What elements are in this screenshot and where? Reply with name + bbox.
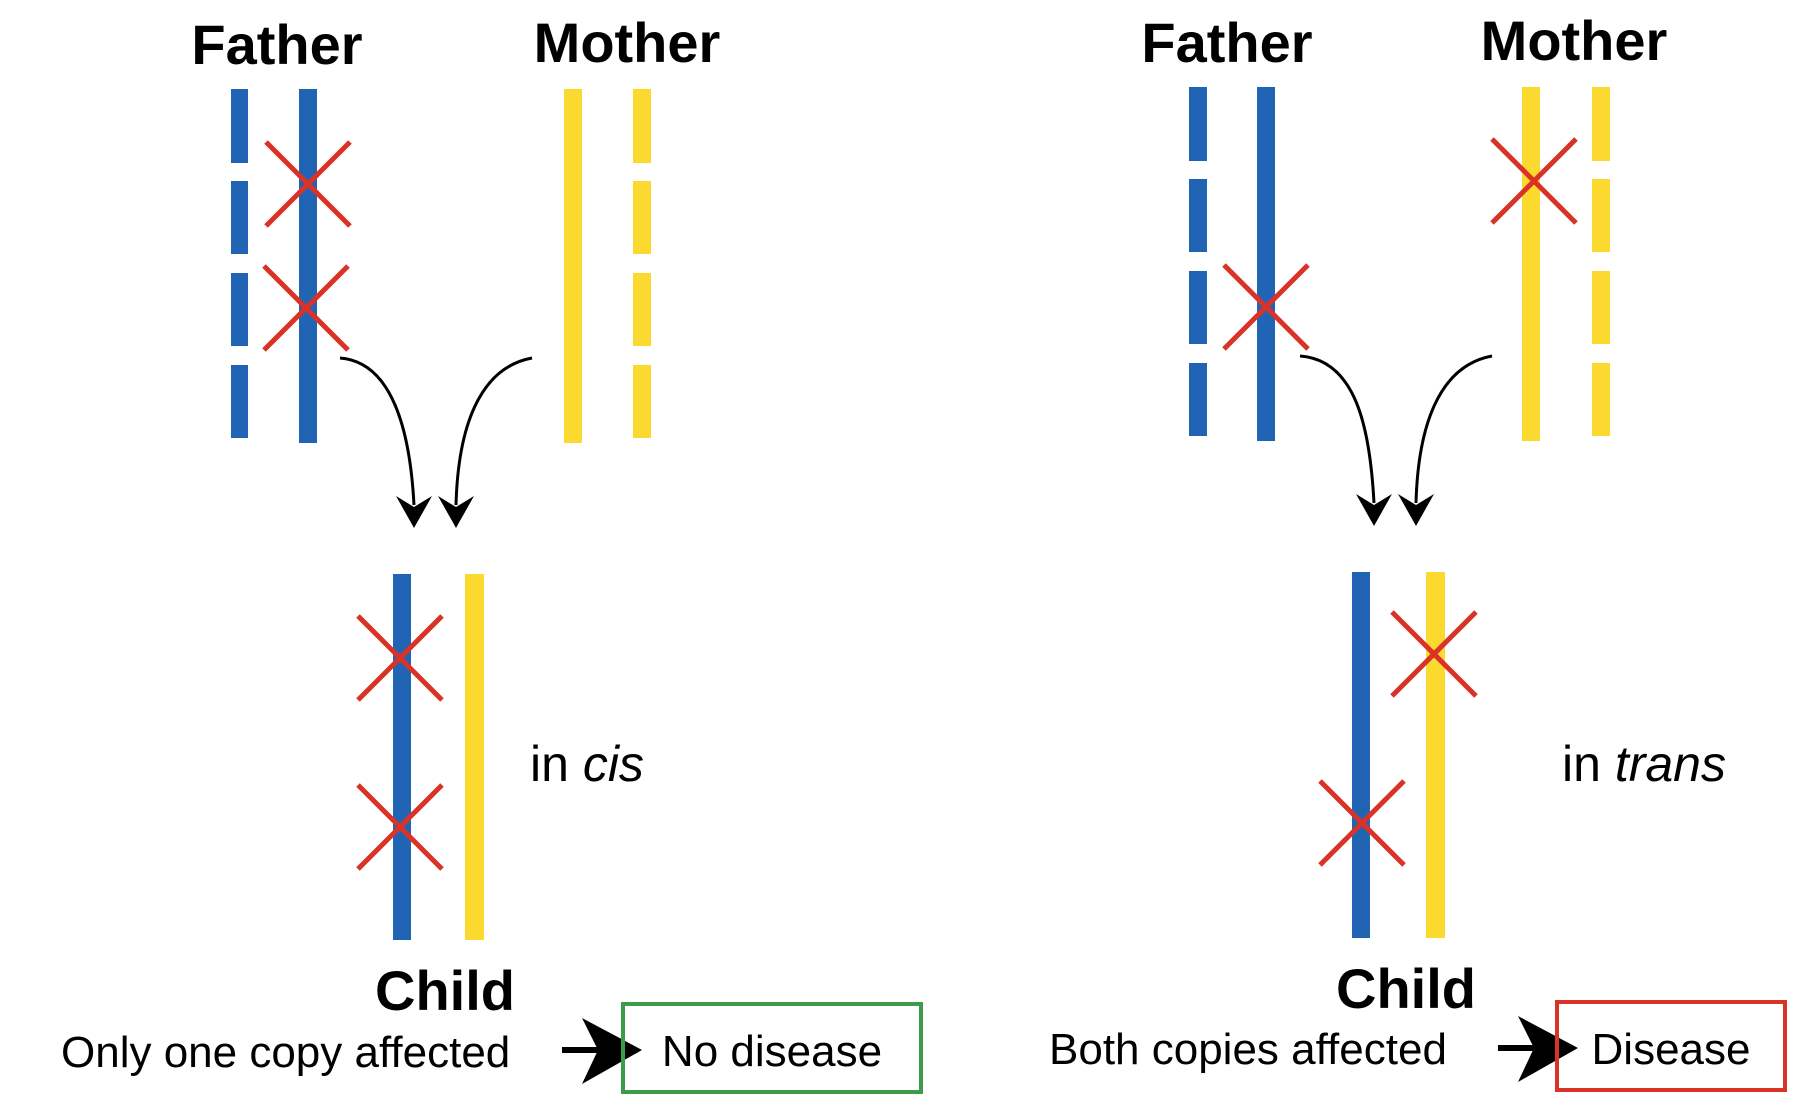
father-chromosome-dashed xyxy=(231,89,248,438)
father-chromosome-dashed xyxy=(1189,87,1207,436)
mother-label: Mother xyxy=(1481,9,1668,72)
inheritance-arrow-icon xyxy=(438,356,533,528)
child-label: Child xyxy=(375,959,515,1022)
child-label: Child xyxy=(1336,957,1476,1020)
mother-chromosome-solid xyxy=(564,89,582,443)
panel-trans: Father Mother xyxy=(1049,9,1787,1092)
father-chromosome-mutated xyxy=(1257,87,1275,441)
child-chromosome-paternal xyxy=(1352,572,1370,938)
inheritance-arrow-icon xyxy=(1398,354,1493,526)
father-chromosome-mutated xyxy=(299,89,317,443)
father-label: Father xyxy=(1141,11,1312,74)
father-label: Father xyxy=(191,13,362,76)
result-arrow-icon xyxy=(1498,1016,1578,1082)
outcome-label: No disease xyxy=(662,1027,882,1076)
outcome-box-disease xyxy=(1555,1000,1787,1092)
copy-note: Only one copy affected xyxy=(61,1028,510,1077)
child-chromosome-maternal xyxy=(465,574,484,940)
inheritance-arrow-icon xyxy=(1299,354,1392,526)
child-chromosome-maternal xyxy=(1426,572,1445,938)
mother-chromosome-dashed xyxy=(633,89,651,438)
outcome-box-no-disease xyxy=(621,1002,923,1094)
child-chromosome-paternal xyxy=(393,574,411,940)
mother-chromosome-mutated xyxy=(1522,87,1540,441)
mother-label: Mother xyxy=(534,11,721,74)
mother-chromosome-dashed xyxy=(1592,87,1610,436)
inheritance-arrow-icon xyxy=(339,356,432,528)
mode-label: in cis xyxy=(530,736,644,792)
outcome-label: Disease xyxy=(1592,1025,1751,1074)
mode-label: in trans xyxy=(1562,736,1726,792)
result-arrow-icon xyxy=(562,1018,642,1084)
panel-cis: Father Mother xyxy=(61,11,923,1094)
copy-note: Both copies affected xyxy=(1049,1025,1447,1074)
